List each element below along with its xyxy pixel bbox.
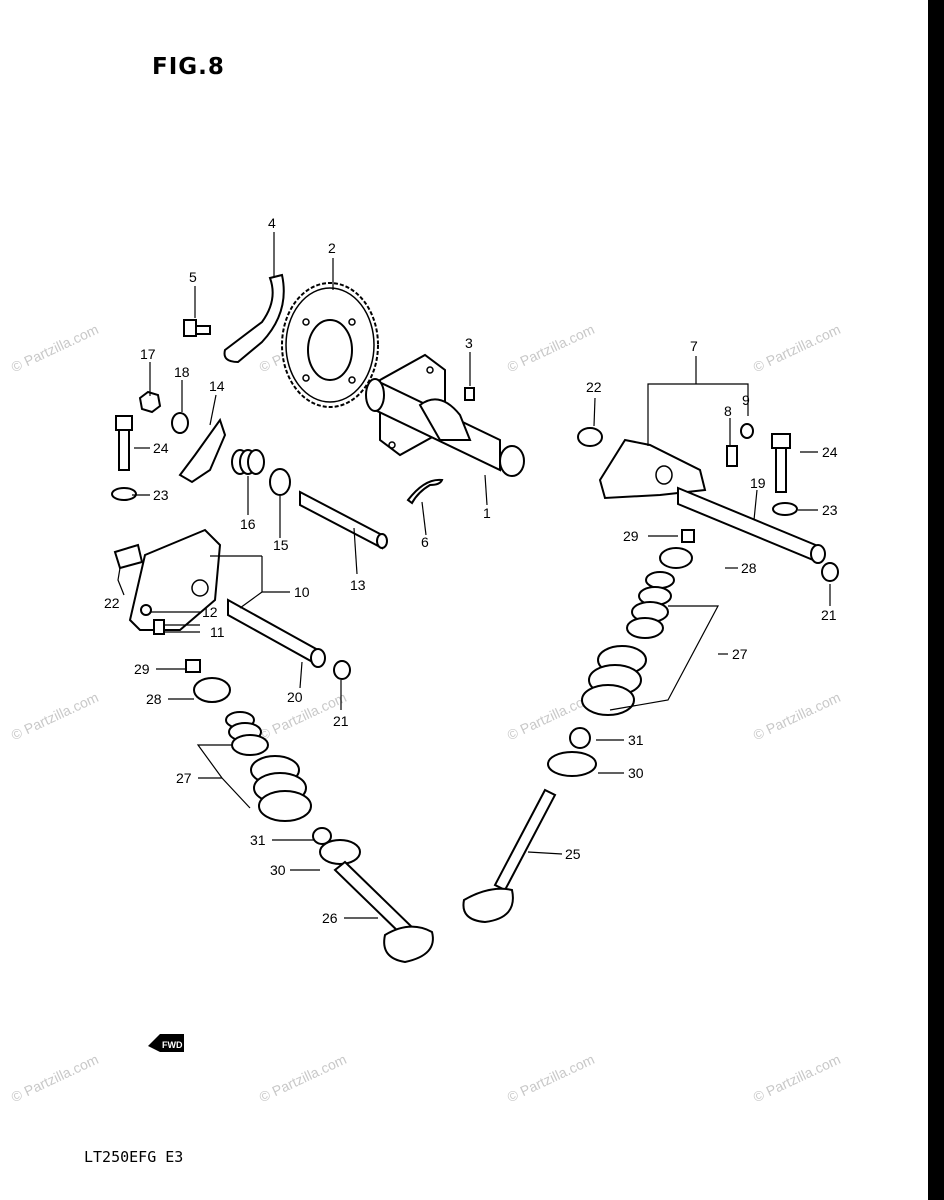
adjusting-screw: [726, 445, 738, 467]
label-23-left: 23: [153, 487, 169, 503]
label-24-right: 24: [822, 444, 838, 460]
label-4: 4: [268, 215, 276, 231]
sprocket-plate: [223, 273, 285, 364]
label-25: 25: [565, 846, 581, 862]
label-8: 8: [724, 403, 732, 419]
forward-arrow-icon: FWD: [148, 1034, 184, 1052]
label-30-left: 30: [270, 862, 286, 878]
washer: [171, 412, 189, 434]
dowel-pin: [464, 387, 475, 401]
label-28-right: 28: [741, 560, 757, 576]
rocker-arm-left: [128, 528, 222, 631]
label-11: 11: [210, 624, 225, 640]
spring-seat: [659, 547, 693, 569]
label-24-left: 24: [153, 440, 169, 456]
rocker-arm-right: [598, 438, 707, 500]
valve-spring-right: [581, 571, 675, 716]
washer: [772, 502, 798, 516]
decompression-lever: [178, 417, 227, 484]
label-30-right: 30: [628, 765, 644, 781]
label-22-right: 22: [586, 379, 602, 395]
o-ring: [821, 562, 839, 582]
label-17: 17: [140, 346, 156, 362]
label-13: 13: [350, 577, 366, 593]
valve-spring-left: [225, 711, 312, 822]
rocker-gasket: [113, 543, 144, 570]
rocker-gasket: [577, 427, 603, 447]
adjusting-screw: [153, 619, 165, 635]
exhaust-valve: [333, 860, 434, 964]
label-2: 2: [328, 240, 336, 256]
label-16: 16: [240, 516, 256, 532]
label-29-left: 29: [134, 661, 150, 677]
label-5: 5: [189, 269, 197, 285]
label-6: 6: [421, 534, 429, 550]
oil-seal: [269, 468, 291, 496]
label-23-right: 23: [822, 502, 838, 518]
bolt: [183, 319, 211, 337]
lock-nut: [140, 604, 152, 616]
camshaft: [365, 353, 525, 477]
label-31-left: 31: [250, 832, 266, 848]
label-3: 3: [465, 335, 473, 351]
label-1: 1: [483, 505, 491, 521]
leader-lines: [117, 232, 831, 919]
scan-border: [928, 0, 944, 1200]
label-21-right: 21: [821, 607, 837, 623]
part-labels: 4 2 5 3 1 6 17 18 14 24 23 16 15 13 22 1…: [104, 215, 838, 926]
rocker-shaft-right: [677, 486, 826, 564]
label-19: 19: [750, 475, 766, 491]
label-12: 12: [202, 604, 218, 620]
label-21-left: 21: [333, 713, 349, 729]
label-26: 26: [322, 910, 338, 926]
spring-seat: [193, 677, 231, 703]
label-15: 15: [273, 537, 289, 553]
flange-bolt: [771, 433, 791, 493]
label-7: 7: [690, 338, 698, 354]
label-27-right: 27: [732, 646, 748, 662]
label-18: 18: [174, 364, 190, 380]
camshaft-clip: [406, 478, 444, 505]
spring-retainer: [547, 751, 597, 777]
label-10: 10: [294, 584, 310, 600]
washer: [111, 487, 137, 501]
rocker-shaft-left: [227, 598, 326, 668]
valve-cotter: [569, 727, 591, 749]
label-27-left: 27: [176, 770, 192, 786]
label-28-left: 28: [146, 691, 162, 707]
label-22-left: 22: [104, 595, 120, 611]
fwd-badge-text: FWD: [162, 1040, 183, 1050]
decompression-shaft: [299, 490, 388, 550]
figure-title: FIG.8: [152, 54, 225, 80]
intake-valve: [462, 788, 557, 924]
lock-nut: [740, 423, 754, 439]
label-14: 14: [209, 378, 225, 394]
flange-bolt: [115, 415, 133, 471]
valve-stem-seal: [681, 529, 695, 543]
label-9: 9: [742, 392, 750, 408]
label-20: 20: [287, 689, 303, 705]
valve-cotter: [312, 827, 332, 845]
spring-retainer: [319, 839, 361, 865]
valve-stem-seal: [185, 659, 201, 673]
nut: [138, 390, 162, 414]
model-code: LT250EFG E3: [84, 1148, 184, 1166]
o-ring: [333, 660, 351, 680]
torsion-spring: [231, 449, 265, 475]
camshaft-sprocket: [281, 282, 379, 408]
label-29-right: 29: [623, 528, 639, 544]
label-31-right: 31: [628, 732, 644, 748]
